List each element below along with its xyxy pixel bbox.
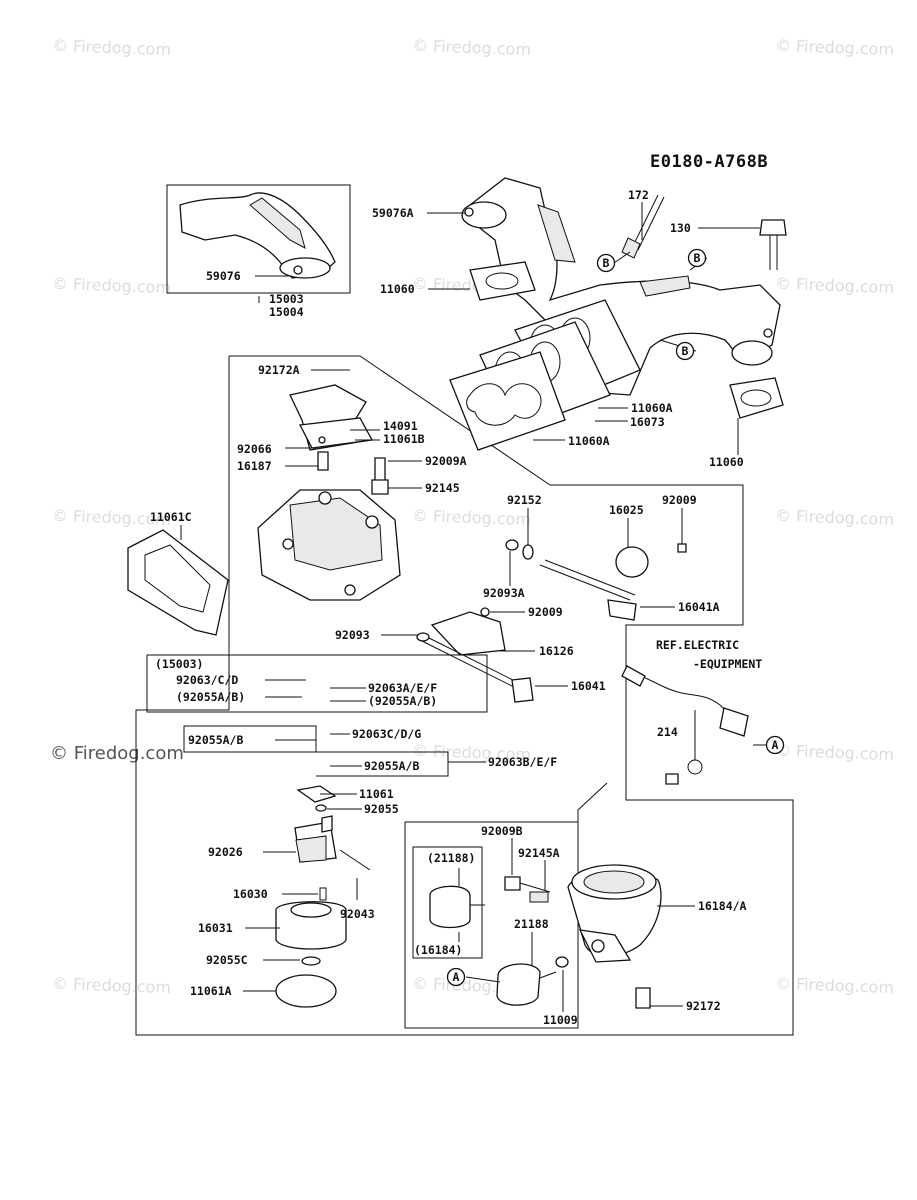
callout-b: B <box>694 251 701 265</box>
part-label: 92066 <box>237 442 272 456</box>
part-label: 16041 <box>571 679 606 693</box>
diagram-code: E0180-A768B <box>650 152 769 172</box>
carburetor-body <box>127 384 401 636</box>
part-label: 11009 <box>543 1013 578 1027</box>
part-label: 59076A <box>372 206 414 220</box>
part-label: 92009A <box>425 454 467 468</box>
part-label: 16073 <box>630 415 665 429</box>
part-label: 11060 <box>709 455 744 469</box>
part-label: 16030 <box>233 887 268 901</box>
part-label: 11060 <box>380 282 415 296</box>
part-label: 15004 <box>269 305 304 319</box>
throttle-shaft-parts <box>416 539 687 703</box>
part-label: 92043 <box>340 907 375 921</box>
callout-a: A <box>772 738 779 752</box>
fuel-solenoid-bowl <box>429 864 662 1009</box>
callout-b: B <box>603 256 610 270</box>
part-label: 92055C <box>206 953 248 967</box>
intake-manifold <box>449 177 787 451</box>
callout-circles: B B B A A <box>446 248 785 987</box>
part-label: 16025 <box>609 503 644 517</box>
part-label: 16031 <box>198 921 233 935</box>
part-label: 214 <box>657 725 678 739</box>
part-label: REF.ELECTRIC <box>656 638 739 652</box>
part-label: 92009 <box>662 493 697 507</box>
inset-manifold <box>179 192 336 279</box>
part-label: 92063A/E/F <box>368 681 437 695</box>
part-label: 11061A <box>190 984 232 998</box>
part-label: 92009 <box>528 605 563 619</box>
part-label: 92093A <box>483 586 525 600</box>
part-label: 11061B <box>383 432 425 446</box>
part-label: 172 <box>628 188 649 202</box>
part-label: (21188) <box>427 851 475 865</box>
part-label: 16187 <box>237 459 272 473</box>
part-label: 11061 <box>359 787 394 801</box>
part-label: (15003) <box>155 657 203 671</box>
part-label: 92055 <box>364 802 399 816</box>
part-label: 92009B <box>481 824 523 838</box>
watermark: © Firedog.com <box>50 743 184 764</box>
assembly-frame-lines <box>135 184 794 1036</box>
part-label: 92172 <box>686 999 721 1013</box>
part-label: 16126 <box>539 644 574 658</box>
part-label: 92145 <box>425 481 460 495</box>
part-label: 11060A <box>631 401 673 415</box>
float-bowl-parts <box>275 785 371 1008</box>
part-label: -EQUIPMENT <box>693 657 762 671</box>
electric-equipment <box>621 665 749 785</box>
part-label: 92055A/B <box>364 759 419 773</box>
part-label: 16184/A <box>698 899 747 913</box>
part-label: (92055A/B) <box>176 690 245 704</box>
part-label: 92063B/E/F <box>488 755 557 769</box>
callout-b: B <box>682 344 689 358</box>
part-label: 92093 <box>335 628 370 642</box>
callout-a: A <box>453 970 460 984</box>
part-label: 92152 <box>507 493 542 507</box>
part-label: (16184) <box>414 943 462 957</box>
part-label: 92063/C/D <box>176 673 238 687</box>
part-label: 92145A <box>518 846 560 860</box>
part-label: 92063C/D/G <box>352 727 421 741</box>
part-label: 11061C <box>150 510 192 524</box>
part-labels: 59076A 172 130 59076 11060 15003 15004 1… <box>150 188 762 1027</box>
part-label: 11060A <box>568 434 610 448</box>
part-label: 92055A/B <box>188 733 243 747</box>
part-label: (92055A/B) <box>368 694 437 708</box>
part-label: 14091 <box>383 419 418 433</box>
part-label: 16041A <box>678 600 720 614</box>
part-label: 92026 <box>208 845 243 859</box>
part-label: 15003 <box>269 292 304 306</box>
part-label: 92172A <box>258 363 300 377</box>
part-label: 59076 <box>206 269 241 283</box>
part-label: 21188 <box>514 917 549 931</box>
part-label: 130 <box>670 221 691 235</box>
